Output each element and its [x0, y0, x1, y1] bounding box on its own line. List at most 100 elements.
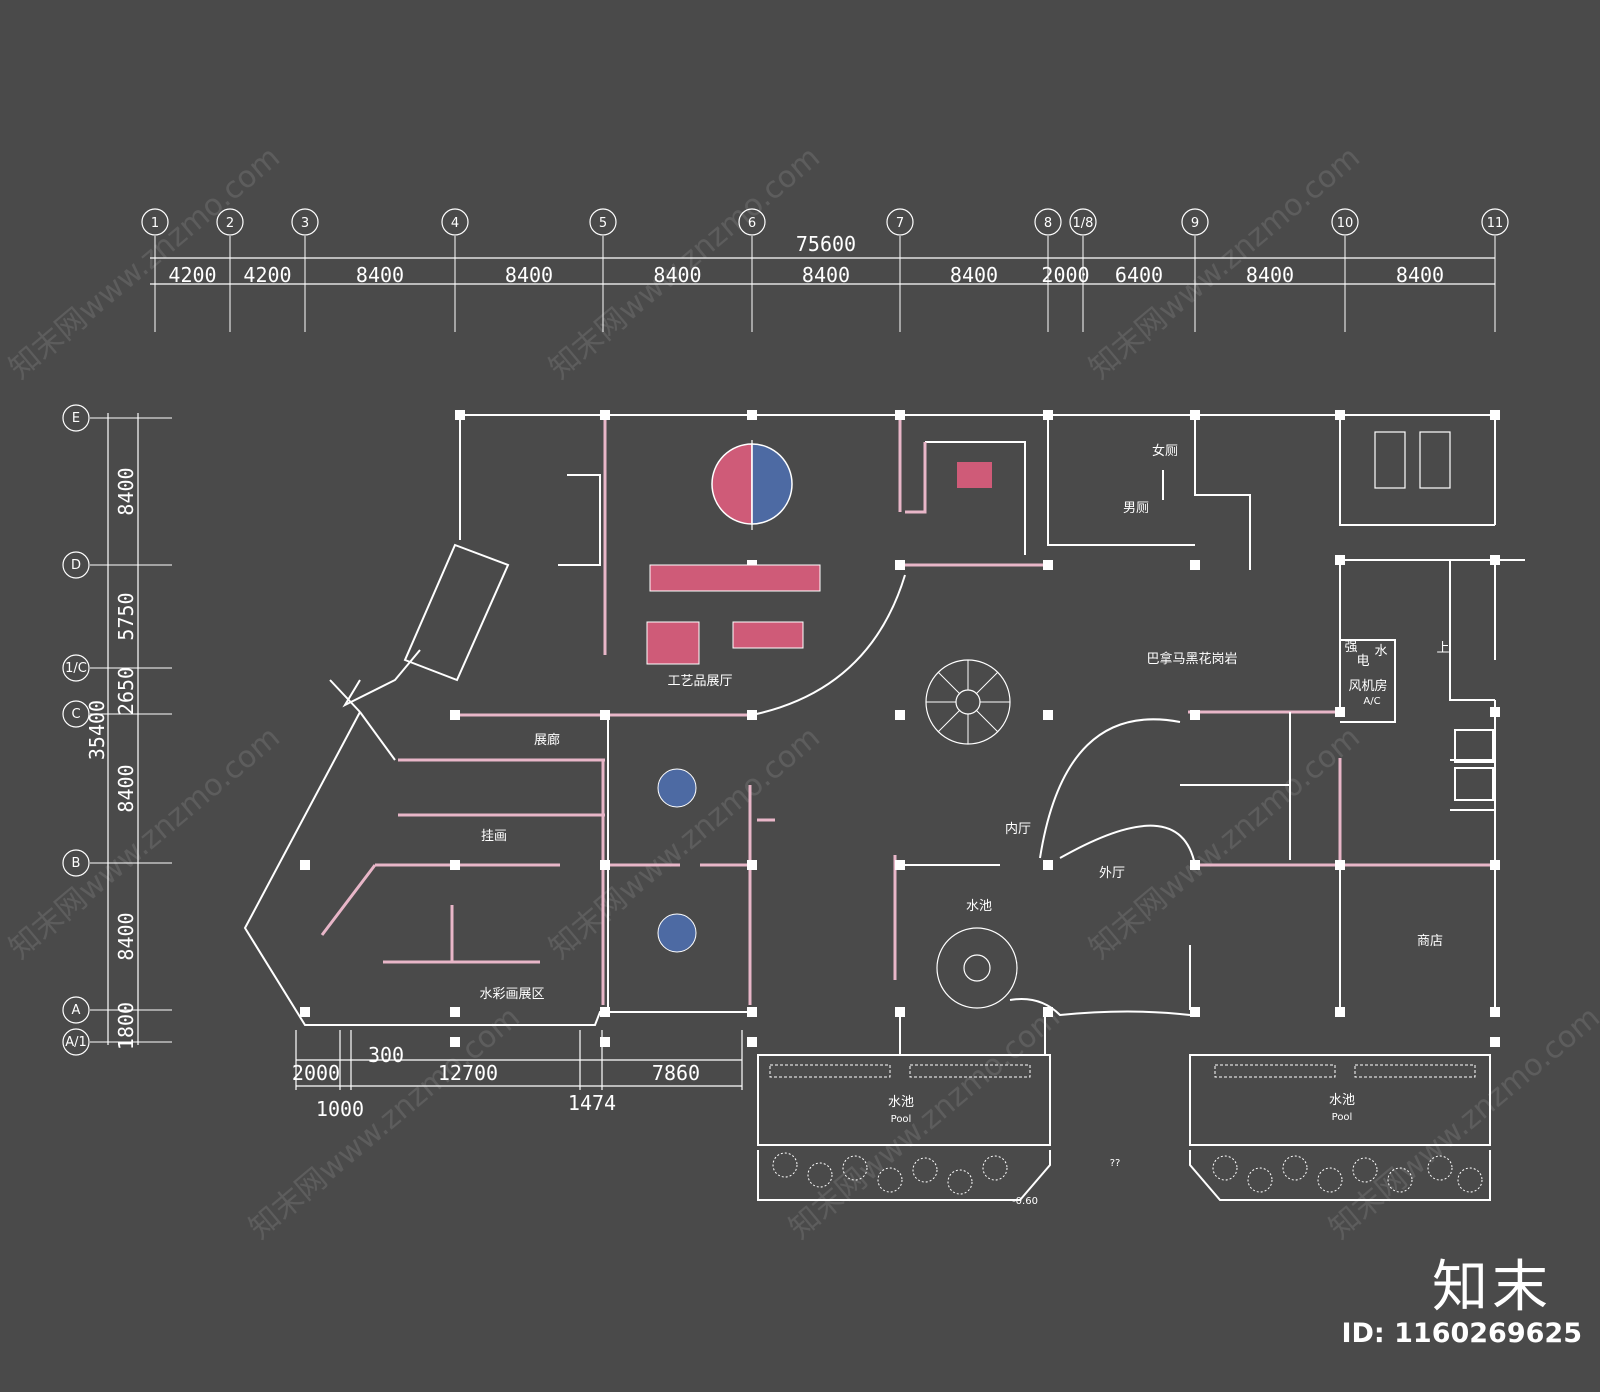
pool-label-right-en: Pool: [1332, 1112, 1353, 1123]
axis-label: B: [72, 856, 81, 871]
display-disc: [657, 768, 697, 808]
room-label-ahu: 风机房: [1348, 678, 1387, 694]
axis-bubble: [62, 1028, 90, 1056]
span-dimension: 8400: [802, 263, 850, 287]
column: [1335, 555, 1345, 565]
column: [1490, 555, 1500, 565]
room-label-ac: A/C: [1363, 696, 1380, 707]
axis-bubble: [216, 208, 244, 236]
brand-logo: 知末: [1432, 1255, 1552, 1320]
column: [600, 1007, 610, 1017]
tree-icon: [1282, 1155, 1308, 1181]
pool-label-right: 水池: [1329, 1093, 1355, 1108]
axis-label: A: [72, 1003, 81, 1018]
axis-bubble: [62, 996, 90, 1024]
axis-bubble: [1181, 208, 1209, 236]
room-label-inner-hall: 内厅: [1005, 821, 1031, 837]
axis-bubble: [62, 700, 90, 728]
axis-bubble: [141, 208, 169, 236]
span-dimension: 8400: [114, 912, 138, 960]
room-label-up: 上: [1436, 641, 1449, 656]
room-labels: 工艺品展厅 展廊 挂画 水彩画展区 巴拿马黑花岗岩 内厅 外厅 水池 商店 女厕…: [479, 443, 1449, 1207]
display-disc: [657, 913, 697, 953]
image-id-label: ID: 1160269625: [1341, 1318, 1582, 1349]
room-label-water: 水: [1374, 644, 1387, 659]
display-half-pink: [711, 443, 753, 525]
axis-bubble: [738, 208, 766, 236]
column: [600, 860, 610, 870]
display-half-blue: [751, 443, 793, 525]
span-dimension: 8400: [1246, 263, 1294, 287]
room-label-watercolor: 水彩画展区: [479, 987, 544, 1002]
column: [1190, 710, 1200, 720]
column: [1335, 707, 1345, 717]
tree-icon: [912, 1157, 938, 1183]
room-label-granite: 巴拿马黑花岗岩: [1146, 651, 1237, 667]
axis-bubble: [441, 208, 469, 236]
room-label-shop: 商店: [1417, 934, 1443, 949]
dimension-label: 1000: [316, 1097, 364, 1121]
tree-icon: [1427, 1155, 1453, 1181]
building-walls: [243, 414, 1525, 1055]
column: [1043, 710, 1053, 720]
axis-label: 9: [1191, 216, 1199, 231]
tree-icon: [1317, 1167, 1343, 1193]
span-dimension: 8400: [114, 467, 138, 515]
pool-label-left-en: Pool: [891, 1114, 912, 1125]
tree-icon: [842, 1155, 868, 1181]
room-label-strong-elec: 强: [1344, 640, 1357, 655]
level-label: -0.60: [1012, 1196, 1038, 1207]
axis-bubble: [589, 208, 617, 236]
tree-icon: [982, 1155, 1008, 1181]
axis-bubble: [62, 404, 90, 432]
axis-label: 8: [1044, 216, 1052, 231]
axis-label: 10: [1337, 216, 1354, 231]
watermark: 知末网www.znzmo.com: [3, 720, 287, 966]
tree-icon: [807, 1162, 833, 1188]
axis-label: A/1: [65, 1035, 87, 1050]
column: [300, 860, 310, 870]
column: [895, 560, 905, 570]
room-label-men-wc: 男厕: [1123, 501, 1149, 516]
tree-icon: [877, 1167, 903, 1193]
room-label-outer-hall: 外厅: [1099, 866, 1125, 881]
room-label-gallery: 展廊: [534, 732, 560, 748]
column: [1190, 1007, 1200, 1017]
watermark: 知末网www.znzmo.com: [243, 1000, 527, 1246]
room-label-crafts-hall: 工艺品展厅: [667, 674, 732, 689]
column: [1043, 1007, 1053, 1017]
span-dimension: 8400: [653, 263, 701, 287]
span-dimension: 8400: [1396, 263, 1444, 287]
axis-bubble: [62, 551, 90, 579]
column: [600, 410, 610, 420]
axis-bubble: [1481, 208, 1509, 236]
top-total-dimension: 75600: [796, 232, 856, 256]
column: [747, 1037, 757, 1047]
tree-icon: [947, 1169, 973, 1195]
column: [1335, 860, 1345, 870]
span-dimension: 4200: [243, 263, 291, 287]
plan-features: [646, 431, 1491, 1201]
bottom-dimensions: 2000 300 12700 7860 1000 1474: [292, 1030, 743, 1121]
column: [300, 1007, 310, 1017]
tree-icon: [1247, 1167, 1273, 1193]
tree-icon: [1212, 1155, 1238, 1181]
span-dimension: 2650: [114, 667, 138, 715]
pool-label-left: 水池: [888, 1095, 914, 1110]
unknown-mark: ??: [1110, 1158, 1121, 1169]
column: [1190, 560, 1200, 570]
column: [600, 710, 610, 720]
span-dimension: 8400: [356, 263, 404, 287]
axis-label: E: [72, 411, 80, 426]
column: [600, 1037, 610, 1047]
room-label-hanging: 挂画: [481, 829, 507, 844]
axis-label: 2: [226, 216, 234, 231]
display-table: [649, 564, 821, 592]
axis-bubble: [886, 208, 914, 236]
column: [895, 860, 905, 870]
axis-label: D: [71, 558, 81, 573]
